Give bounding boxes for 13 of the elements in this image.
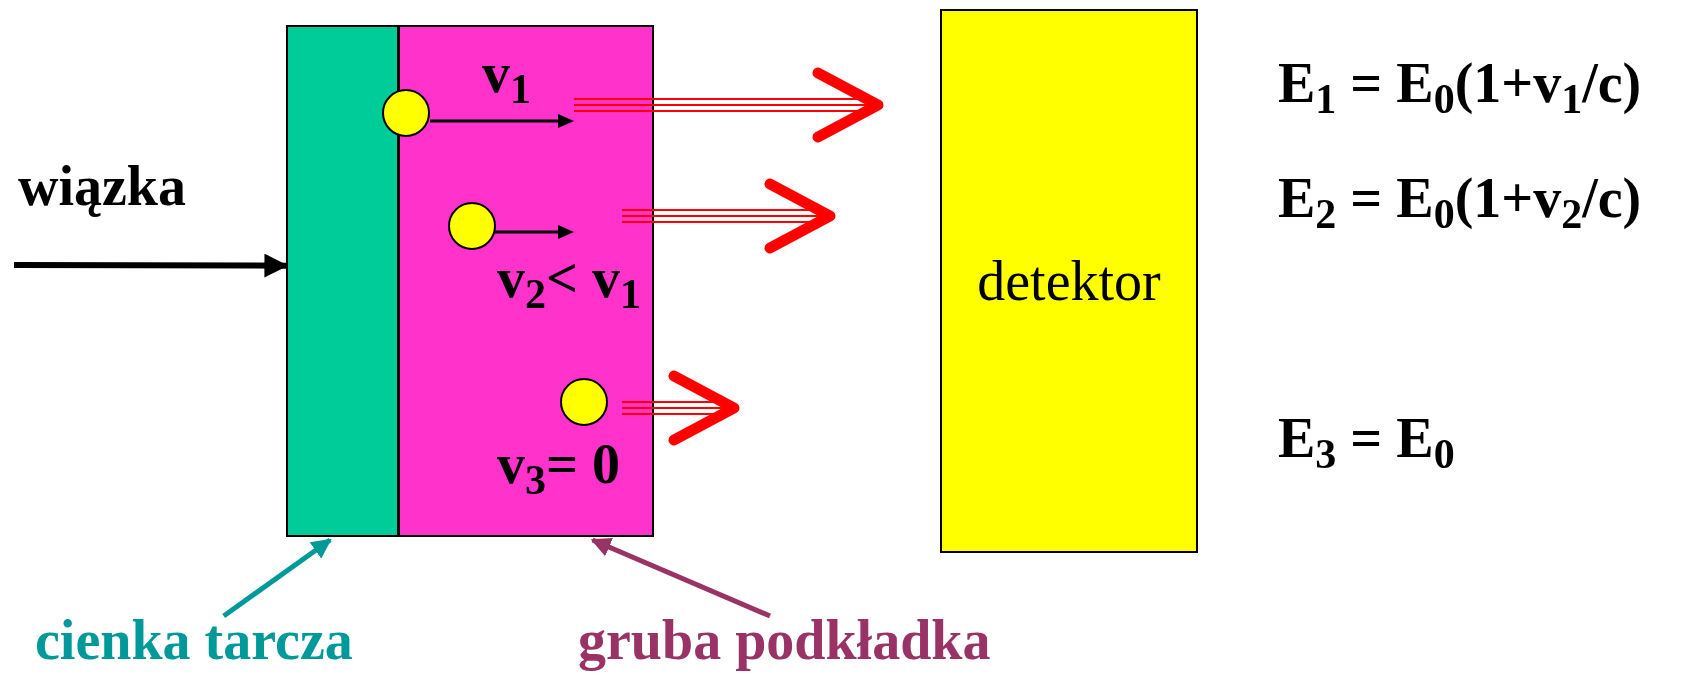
detector-label: detektor bbox=[977, 253, 1161, 309]
leader-line bbox=[590, 537, 771, 619]
velocity-label: v$_{2}$< v$_{1}$ bbox=[497, 250, 641, 306]
detector-box bbox=[940, 9, 1198, 553]
beam-arrow bbox=[14, 253, 289, 278]
energy-formula: E$_{3}$ = E$_{0}$ bbox=[1278, 410, 1455, 466]
leader-line bbox=[222, 537, 332, 619]
thin-target-layer bbox=[286, 25, 399, 537]
velocity-label: v$_{3}$= 0 bbox=[497, 436, 620, 492]
callout-label: cienka tarcza bbox=[35, 612, 405, 672]
callout-label: gruba podkładka bbox=[578, 612, 1058, 672]
backing-layer bbox=[398, 25, 654, 537]
velocity-label: v$_{1}$ bbox=[482, 45, 531, 101]
